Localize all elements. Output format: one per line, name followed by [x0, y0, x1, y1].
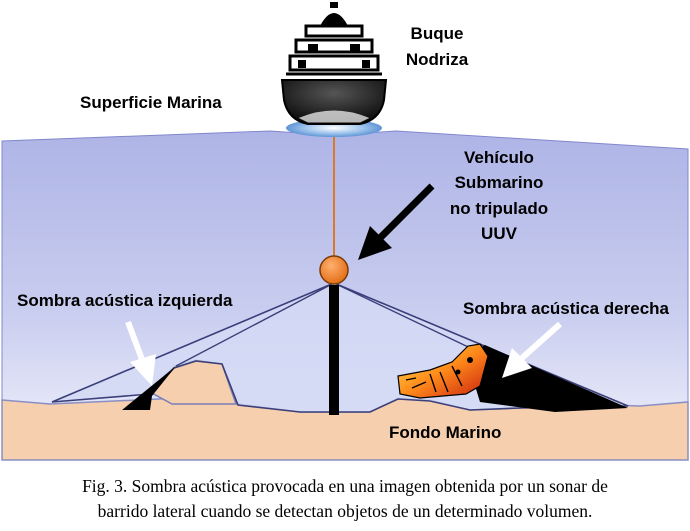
label-shadow-right: Sombra acústica derecha [463, 299, 670, 318]
acoustic-shadow-left [122, 366, 176, 410]
nadir-beam [329, 285, 339, 415]
label-seabed: Fondo Marino [389, 423, 501, 442]
caption-line1: Fig. 3. Sombra acústica provocada en una… [82, 476, 608, 496]
arrow-to-vehicle [358, 183, 435, 260]
uuv-vehicle [319, 255, 349, 285]
label-ship-line2: Nodriza [406, 50, 469, 69]
acoustic-shadow-right [466, 345, 628, 412]
label-vehicle-line2: Submarino [455, 173, 544, 192]
beam-ray-left [175, 282, 335, 367]
caption-line2: barrido lateral cuando se detectan objet… [98, 501, 593, 521]
shipwreck [397, 343, 489, 399]
label-ship-line1: Buque [411, 24, 464, 43]
label-vehicle-line3: no tripulado [450, 199, 548, 218]
label-surface: Superficie Marina [80, 93, 222, 112]
label-vehicle-line4: UUV [481, 224, 518, 243]
arrow-left-shadow [125, 320, 156, 386]
label-vehicle-line1: Vehículo [464, 148, 534, 167]
arrow-right-shadow [502, 321, 563, 378]
label-shadow-left: Sombra acústica izquierda [17, 291, 233, 310]
mother-ship [280, 2, 388, 137]
beam-ray-right [333, 282, 486, 356]
